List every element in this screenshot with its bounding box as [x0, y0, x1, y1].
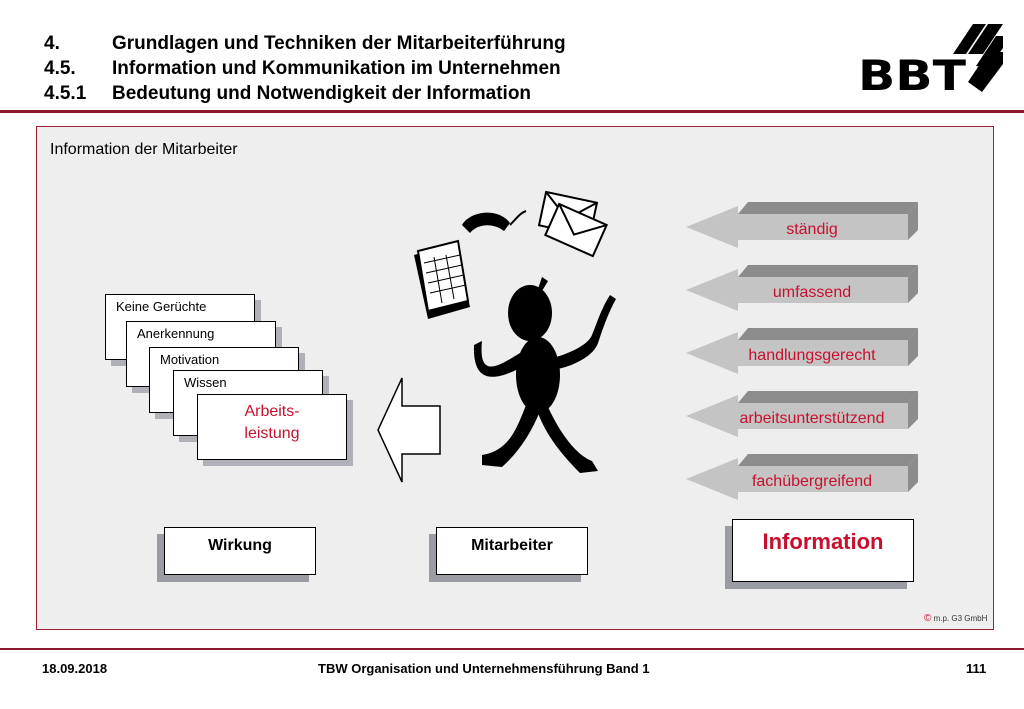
card-label: Anerkennung: [137, 326, 215, 341]
envelope-icon: [537, 190, 608, 258]
copyright-text: m.p. G3 GmbH: [933, 614, 988, 623]
left-arrow-icon: [377, 377, 441, 483]
arrow-fachuebergreifend: fachübergreifend: [686, 454, 918, 502]
footer-divider: [0, 648, 1024, 650]
bbt-logo: BBT: [858, 24, 1003, 100]
arrow-shape: [686, 328, 918, 374]
heading-number: 4.: [44, 33, 60, 54]
panel-title: Information der Mitarbeiter: [50, 141, 238, 158]
arrow-label: fachübergreifend: [751, 473, 873, 490]
card-label-line-2: leistung: [244, 425, 300, 442]
box-label: Mitarbeiter: [471, 537, 553, 554]
juggling-figure-illustration: [414, 190, 616, 473]
header-divider: [0, 110, 1024, 113]
box-label: Wirkung: [208, 537, 272, 554]
document-icon: [414, 239, 470, 319]
heading-text: Bedeutung und Notwendigkeit der Informat…: [112, 83, 532, 104]
arrow-label: ständig: [786, 221, 838, 238]
card-label: Wissen: [184, 375, 227, 390]
box-wirkung: Wirkung: [164, 527, 316, 575]
footer-page-number: 111: [966, 661, 987, 676]
heading-number: 4.5.1: [44, 83, 87, 104]
copyright-note: © m.p. G3 GmbH: [924, 613, 987, 624]
footer-date: 18.09.2018: [42, 661, 108, 676]
card-arbeitsleistung: Arbeits- leistung: [197, 394, 347, 460]
card-label: Keine Gerüchte: [116, 299, 207, 314]
box-label: Information: [762, 529, 884, 554]
arrow-umfassend: umfassend: [686, 265, 918, 313]
box-mitarbeiter: Mitarbeiter: [436, 527, 588, 575]
footer-title: TBW Organisation und Unternehmensführung…: [318, 661, 650, 676]
heading-text: Grundlagen und Techniken der Mitarbeiter…: [112, 33, 566, 54]
arrow-label: umfassend: [772, 284, 852, 301]
arrow-arbeitsunterstuetzend: arbeitsunterstützend: [686, 391, 918, 439]
logo-text: BBT: [858, 51, 966, 100]
arrow-label: arbeitsunterstützend: [739, 410, 885, 427]
arrow-staendig: ständig: [686, 202, 918, 250]
card-label-line-1: Arbeits-: [244, 403, 300, 420]
arrow-shape: [686, 265, 918, 311]
arrow-shape: [686, 202, 918, 248]
arrow-shape: [686, 391, 918, 437]
heading-text: Information und Kommunikation im Unterne…: [112, 58, 561, 79]
copyright-symbol: ©: [924, 613, 932, 624]
card-label: Motivation: [160, 352, 220, 367]
arrow-label: handlungsgerecht: [748, 347, 876, 364]
telephone-icon: [462, 210, 527, 233]
heading-number: 4.5.: [44, 58, 76, 79]
box-information: Information: [732, 519, 914, 582]
arrow-handlungsgerecht: handlungsgerecht: [686, 328, 918, 376]
arrow-shape: [686, 454, 918, 500]
